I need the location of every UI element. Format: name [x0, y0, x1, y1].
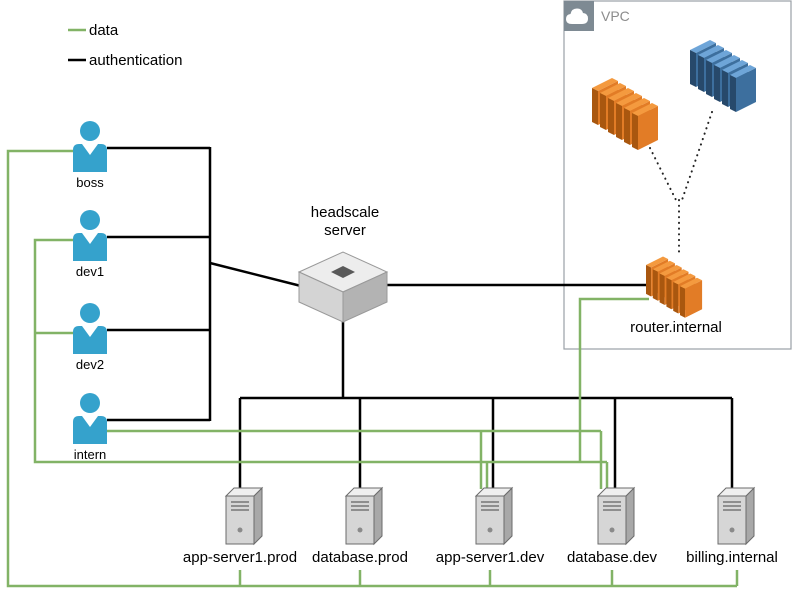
- server-database-dev: database.dev: [567, 487, 658, 566]
- user-boss: boss: [73, 121, 107, 190]
- auth-line-users-headscale: [209, 261, 302, 288]
- subnet-stack-orange-icon: [592, 78, 658, 150]
- vpc-box: VPC: [563, 0, 792, 350]
- user-label: intern: [74, 447, 107, 462]
- vpc-cloud-icon: [566, 8, 588, 24]
- user-label: boss: [76, 175, 104, 190]
- vpc-border: [563, 0, 792, 350]
- data-lines: [6, 149, 739, 588]
- router-internal: router.internal: [630, 256, 722, 336]
- user-icon: [73, 121, 107, 172]
- user-intern: intern: [73, 393, 107, 462]
- dotted-link-orange-stack: [649, 147, 677, 201]
- headscale-cube-icon: [297, 251, 389, 323]
- legend-auth-label: authentication: [89, 52, 182, 69]
- server-label: database.prod: [312, 549, 408, 566]
- server-label: app-server1.dev: [436, 549, 545, 566]
- user-dev1: dev1: [73, 210, 107, 279]
- user-icon: [73, 393, 107, 444]
- server-icon: [345, 487, 383, 545]
- server-icon: [225, 487, 263, 545]
- subnet-stack-blue-icon: [690, 40, 756, 112]
- server-label: billing.internal: [686, 549, 778, 566]
- data-line-dev1: [33, 238, 607, 464]
- server-icon: [717, 487, 755, 545]
- server-app-server1-prod: app-server1.prod: [183, 487, 297, 566]
- data-line-router: [578, 297, 649, 462]
- server-app-server1-dev: app-server1.dev: [436, 487, 545, 566]
- server-icon: [475, 487, 513, 545]
- server-label: app-server1.prod: [183, 549, 297, 566]
- auth-lines: [107, 146, 734, 489]
- server-billing-internal: billing.internal: [686, 487, 778, 566]
- server-database-prod: database.prod: [312, 487, 408, 566]
- user-icon: [73, 303, 107, 354]
- headscale-server: headscale server: [297, 204, 389, 323]
- vpc-label: VPC: [601, 8, 630, 24]
- data-line-boss-all: [6, 149, 737, 588]
- router-label: router.internal: [630, 319, 722, 336]
- user-label: dev2: [76, 357, 104, 372]
- user-dev2: dev2: [73, 303, 107, 372]
- server-icon: [597, 487, 635, 545]
- server-label: database.dev: [567, 549, 658, 566]
- router-icon: [646, 256, 703, 318]
- user-icon: [73, 210, 107, 261]
- headscale-label-line2: server: [324, 222, 366, 239]
- user-label: dev1: [76, 264, 104, 279]
- headscale-label-line1: headscale: [311, 204, 379, 221]
- legend-data-label: data: [89, 22, 119, 39]
- dotted-link-blue-stack: [681, 111, 713, 201]
- legend: data authentication: [68, 22, 182, 69]
